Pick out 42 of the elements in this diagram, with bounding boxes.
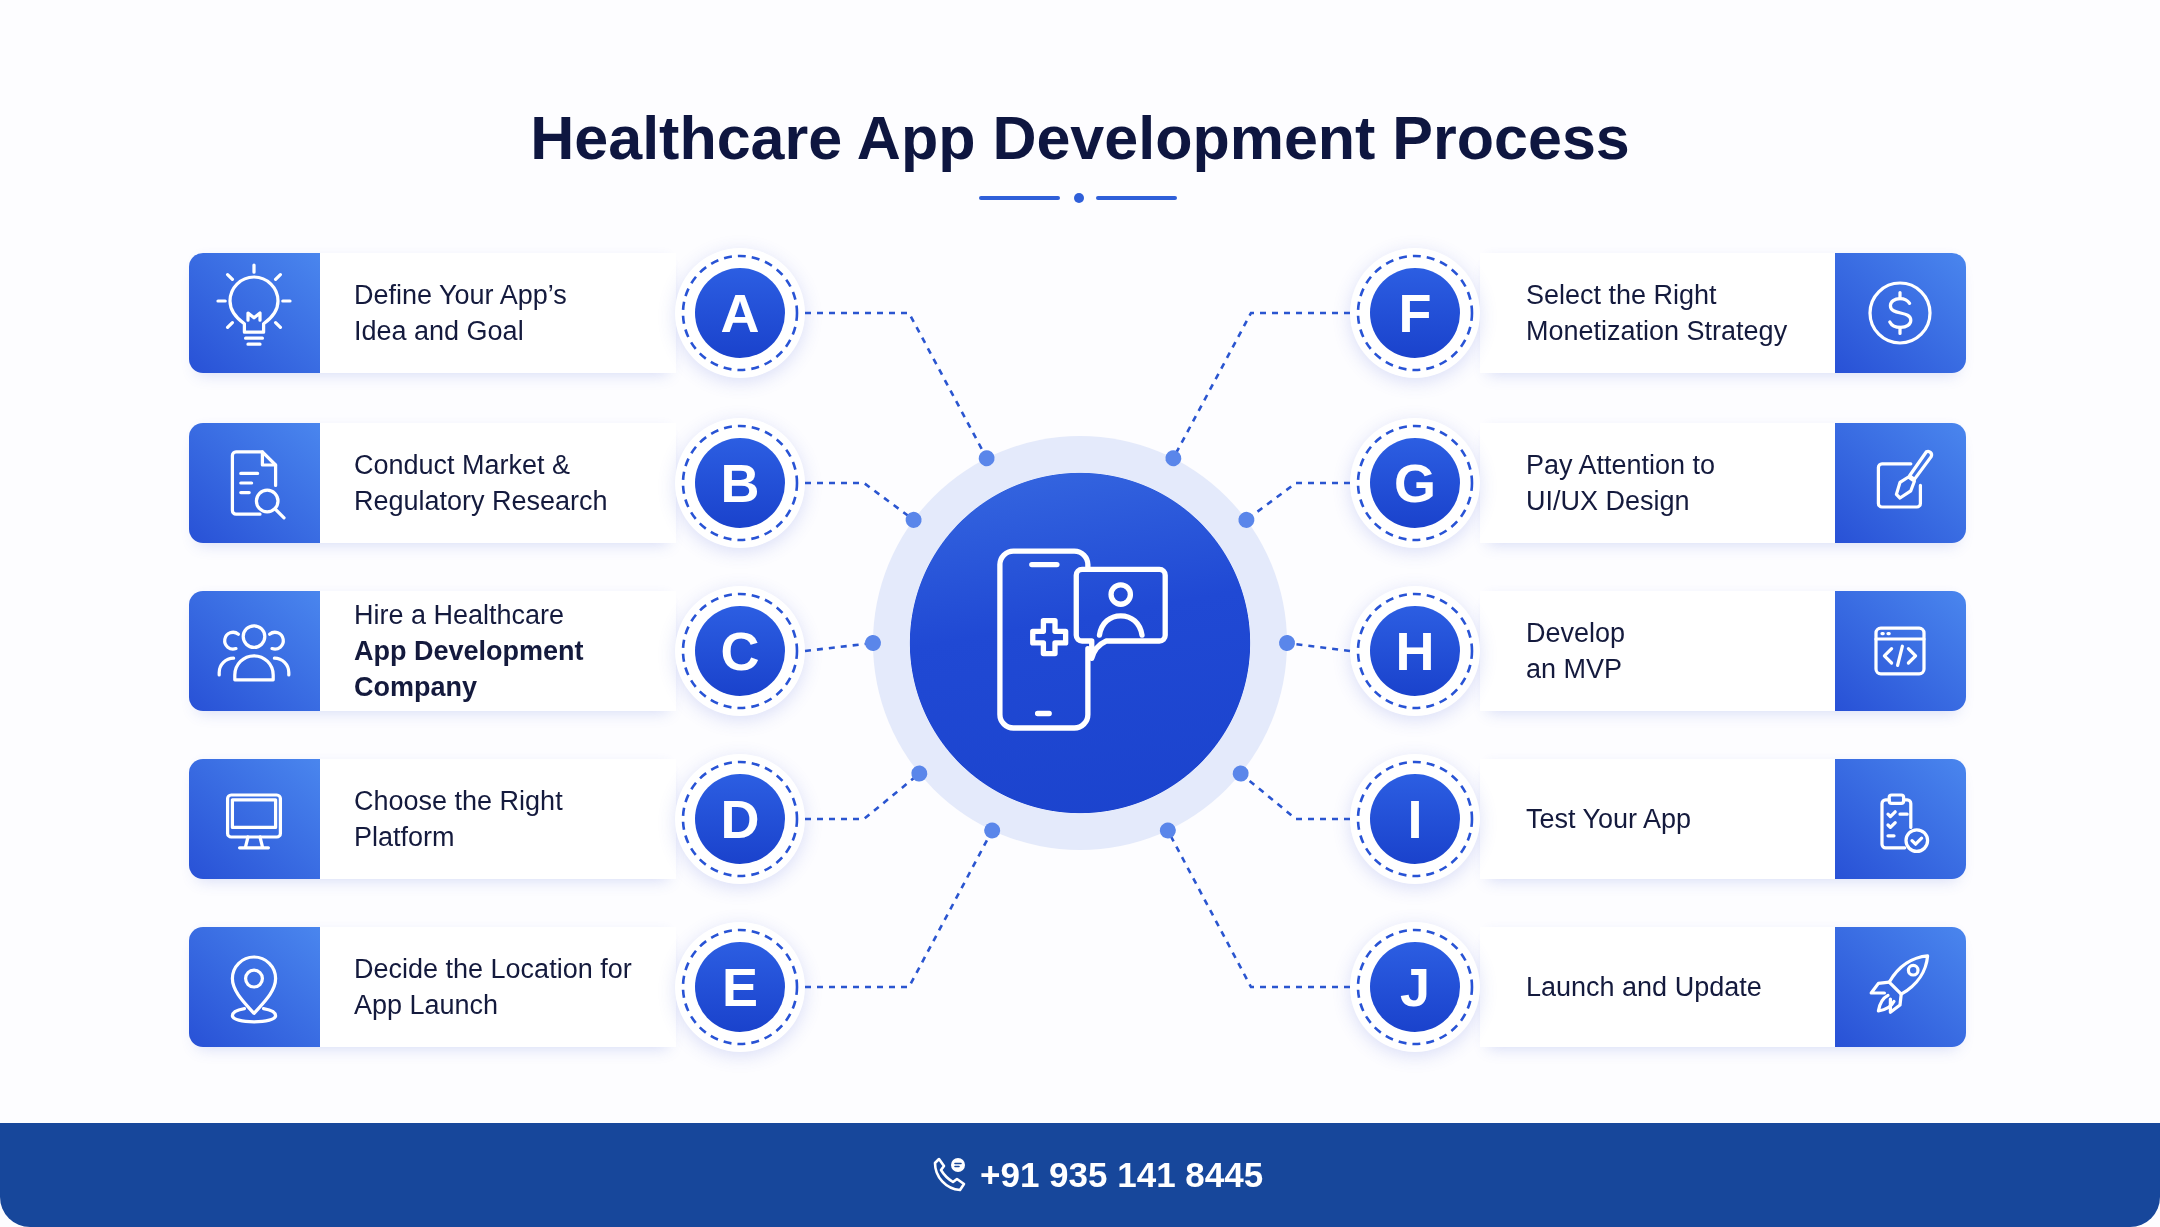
dotted-connector — [1165, 311, 1350, 467]
step-title: Conduct Market & Regulatory Research — [354, 449, 609, 518]
step-letter: H — [1395, 624, 1435, 678]
step-title: Develop an MVP — [1526, 617, 1627, 686]
step-letter: G — [1394, 456, 1436, 510]
step-card — [1480, 927, 1966, 1047]
step-title: Hire a Healthcare App Development Company — [354, 599, 585, 704]
dotted-connector — [805, 311, 995, 467]
step-letter: F — [1398, 286, 1432, 340]
step-card — [189, 927, 676, 1047]
step-card — [1480, 591, 1966, 711]
dotted-connector — [1159, 822, 1350, 989]
diagram-title: Healthcare App Development Process — [530, 103, 1630, 174]
dotted-connector — [805, 822, 1001, 989]
step-card — [1480, 253, 1966, 373]
step-title: Define Your App’s Idea and Goal — [354, 279, 568, 348]
step-title: Pay Attention to UI/UX Design — [1526, 449, 1717, 518]
step-letter: D — [720, 792, 760, 846]
dotted-connector — [805, 765, 928, 821]
step-letter: J — [1400, 960, 1430, 1014]
phone-number: +91 935 141 8445 — [980, 1155, 1264, 1195]
dotted-connector — [1238, 481, 1350, 528]
step-letter: I — [1407, 792, 1423, 846]
step-letter: B — [720, 456, 760, 510]
dotted-connector — [804, 635, 881, 653]
dotted-connector — [1232, 765, 1350, 821]
step-card — [189, 759, 676, 879]
dotted-connector — [805, 481, 922, 528]
step-title: Launch and Update — [1526, 971, 1763, 1004]
step-title: Test Your App — [1526, 803, 1693, 836]
step-title: Select the Right Monetization Strategy — [1526, 279, 1789, 348]
step-card — [189, 253, 676, 373]
step-title: Choose the Right Platform — [354, 785, 564, 854]
step-card — [1480, 423, 1966, 543]
step-letter: C — [720, 624, 760, 678]
dotted-connector — [1279, 635, 1351, 653]
step-card — [189, 591, 676, 711]
step-title: Decide the Location for App Launch — [354, 953, 633, 1022]
step-card — [1480, 759, 1966, 879]
step-card — [189, 423, 676, 543]
step-letter: E — [722, 960, 758, 1014]
step-letter: A — [720, 286, 760, 340]
